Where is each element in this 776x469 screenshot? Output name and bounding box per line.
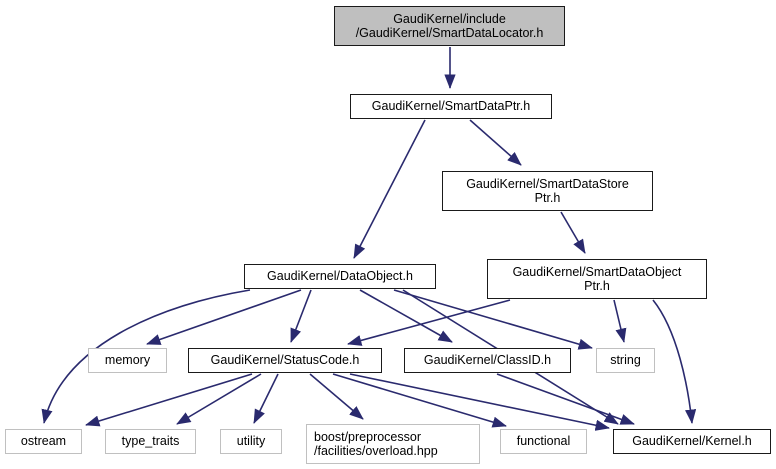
graph-node-label: utility <box>236 434 266 449</box>
graph-node-kernel[interactable]: GaudiKernel/Kernel.h <box>613 429 771 454</box>
graph-node-type_traits[interactable]: type_traits <box>105 429 196 454</box>
graph-edge <box>253 373 279 424</box>
graph-node-functional[interactable]: functional <box>500 429 587 454</box>
graph-node-smartdatalocator[interactable]: GaudiKernel/include /GaudiKernel/SmartDa… <box>334 6 565 46</box>
graph-node-label: GaudiKernel/SmartDataObject Ptr.h <box>512 264 682 294</box>
graph-node-label: GaudiKernel/SmartDataStore Ptr.h <box>466 176 629 206</box>
graph-node-label: functional <box>516 434 571 449</box>
graph-node-label: type_traits <box>121 434 180 449</box>
graph-edge <box>469 119 522 166</box>
graph-edge <box>613 299 627 343</box>
graph-edge <box>496 373 635 425</box>
graph-node-label: ostream <box>20 434 67 449</box>
graph-edge <box>332 373 507 428</box>
graph-node-string[interactable]: string <box>596 348 655 373</box>
graph-node-smartdataobjectptr[interactable]: GaudiKernel/SmartDataObject Ptr.h <box>487 259 707 299</box>
graph-node-ostream[interactable]: ostream <box>5 429 82 454</box>
graph-node-boost_overload[interactable]: boost/preprocessor /facilities/overload.… <box>306 424 480 464</box>
graph-node-statuscode[interactable]: GaudiKernel/StatusCode.h <box>188 348 382 373</box>
graph-node-classid[interactable]: GaudiKernel/ClassID.h <box>404 348 571 373</box>
graph-node-label: GaudiKernel/SmartDataPtr.h <box>371 99 531 114</box>
graph-edge <box>146 289 302 345</box>
graph-node-label: GaudiKernel/DataObject.h <box>267 269 413 284</box>
graph-edge <box>652 299 697 424</box>
graph-node-memory[interactable]: memory <box>88 348 167 373</box>
graph-edge <box>85 373 253 427</box>
graph-node-utility[interactable]: utility <box>220 429 282 454</box>
graph-node-smartdataptr[interactable]: GaudiKernel/SmartDataPtr.h <box>350 94 552 119</box>
graph-node-label: GaudiKernel/StatusCode.h <box>210 353 360 368</box>
graph-edge <box>359 289 453 343</box>
graph-node-label: boost/preprocessor /facilities/overload.… <box>314 429 438 459</box>
graph-edge <box>560 211 586 254</box>
graph-node-label: GaudiKernel/ClassID.h <box>423 353 552 368</box>
graph-node-smartdatastoreptr[interactable]: GaudiKernel/SmartDataStore Ptr.h <box>442 171 653 211</box>
graph-node-label: string <box>610 353 641 368</box>
graph-node-label: memory <box>104 353 151 368</box>
graph-edge <box>353 119 426 259</box>
graph-edge <box>347 299 511 346</box>
graph-edge <box>349 373 610 431</box>
graph-edge <box>290 289 312 343</box>
graph-node-label: GaudiKernel/Kernel.h <box>632 434 752 449</box>
graph-node-dataobject[interactable]: GaudiKernel/DataObject.h <box>244 264 436 289</box>
graph-node-label: GaudiKernel/include /GaudiKernel/SmartDa… <box>355 11 544 41</box>
graph-edge <box>309 373 364 420</box>
graph-edge <box>176 373 262 425</box>
